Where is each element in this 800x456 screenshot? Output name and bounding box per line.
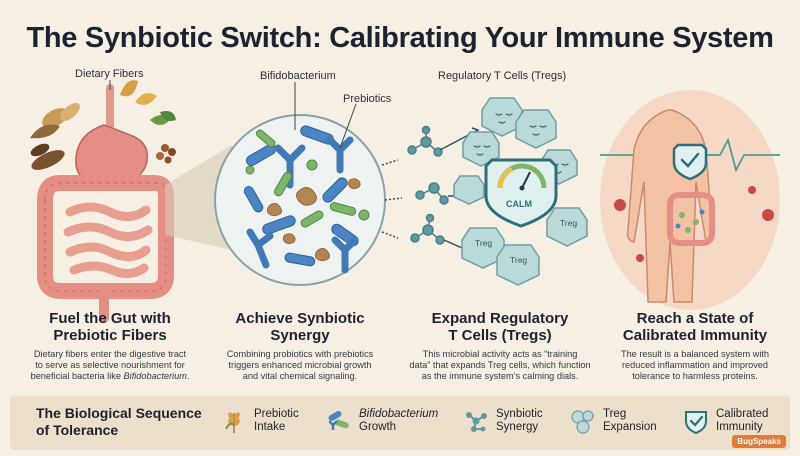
panel-3-desc: This microbial activity acts as “trainin… (409, 349, 591, 382)
panel-2-desc: Combining probiotics with prebiotics tri… (226, 349, 374, 382)
label-prebiotics: Prebiotics (343, 93, 392, 105)
watermark-logo: BugSpeaks (732, 435, 786, 448)
molecule-icon (466, 412, 487, 432)
label-dietary-fibers: Dietary Fibers (75, 68, 144, 80)
legend-bar (10, 396, 790, 450)
cells-icon (571, 410, 594, 434)
label-treg-1: Treg (475, 238, 493, 248)
fiber-foods (30, 80, 176, 170)
treg-cells (453, 97, 588, 286)
microbe-zoom (109, 80, 386, 286)
label-treg-3: Treg (560, 218, 578, 228)
signal-molecules (407, 125, 449, 245)
panel-1-desc: Dietary fibers enter the digestive tract… (30, 349, 190, 382)
label-bifidobacterium: Bifidobacterium (260, 70, 336, 82)
label-calm: CALM (506, 199, 532, 209)
wheat-icon (225, 412, 240, 433)
body-illustration (600, 90, 780, 310)
gut-illustration (30, 80, 176, 323)
label-treg-2: Treg (510, 255, 528, 265)
panel-4-desc: The result is a balanced system with red… (620, 349, 770, 382)
shield-check-icon (685, 411, 707, 435)
page-title: The Synbiotic Switch: Calibrating Your I… (26, 22, 774, 54)
treg-cluster (381, 97, 588, 286)
bacteria-icon (328, 411, 349, 431)
label-tregs: Regulatory T Cells (Tregs) (438, 70, 567, 82)
